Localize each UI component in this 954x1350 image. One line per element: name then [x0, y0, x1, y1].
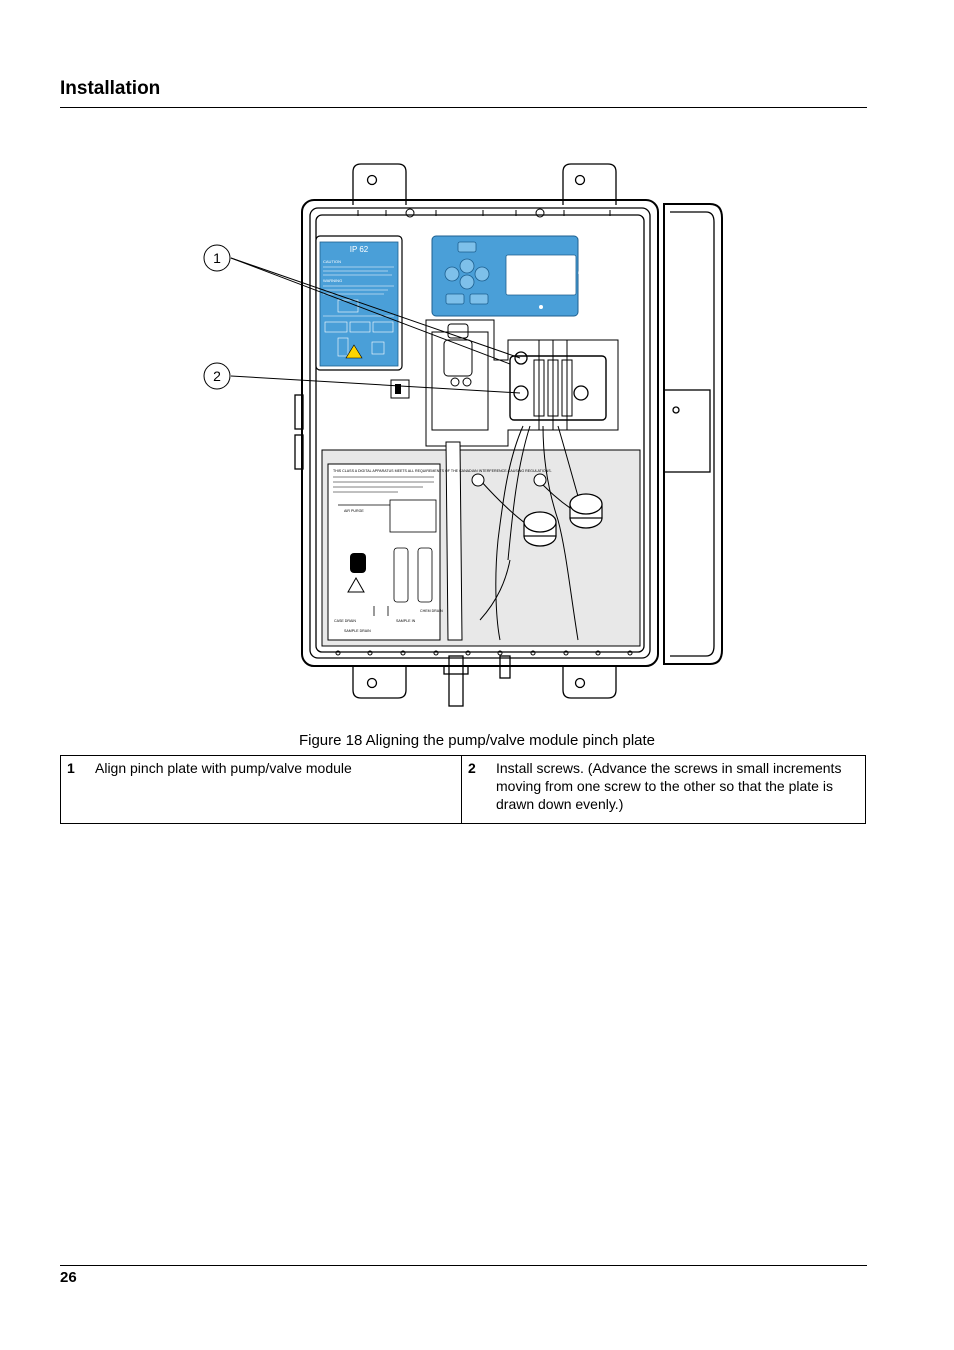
legend-table: 1 Align pinch plate with pump/valve modu… [60, 755, 866, 824]
page-number: 26 [60, 1269, 77, 1286]
callout-2-label: 2 [213, 368, 221, 384]
sample-in-label: SAMPLE IN [396, 619, 416, 623]
figure-caption: Figure 18 Aligning the pump/valve module… [298, 732, 656, 749]
analyzer-illustration: IP 62 CAUTION WARNING mg/L [203, 163, 723, 707]
analyzer-figure: IP 62 CAUTION WARNING mg/L [198, 160, 730, 712]
display-unit: mg/L [578, 270, 589, 275]
legend-text-2: Install screws. (Advance the screws in s… [490, 755, 866, 824]
footer-rule [60, 1265, 867, 1266]
chemical-drain-label: CHEM DRAIN [420, 609, 443, 613]
legend-text-1: Align pinch plate with pump/valve module [89, 755, 462, 824]
callout-2-circle [203, 362, 231, 390]
caution-text: CAUTION [323, 259, 341, 264]
rating-text: IP 62 [350, 245, 369, 254]
legend-number-1: 1 [60, 755, 89, 824]
section-title: Installation [60, 78, 161, 99]
header-rule [60, 107, 867, 108]
legend-number-2: 2 [461, 755, 490, 824]
case-drain-label: CASE DRAIN [334, 619, 356, 623]
callout-1-circle [203, 244, 231, 272]
legend-row: 1 Align pinch plate with pump/valve modu… [60, 755, 866, 824]
warning-text: WARNING [323, 278, 342, 283]
notice-text: THIS CLASS A DIGITAL APPARATUS MEETS ALL… [333, 469, 552, 473]
sample-drain-label: SAMPLE DRAIN [344, 629, 371, 633]
callout-1-label: 1 [213, 250, 221, 266]
air-purge-label: AIR PURGE [344, 509, 364, 513]
